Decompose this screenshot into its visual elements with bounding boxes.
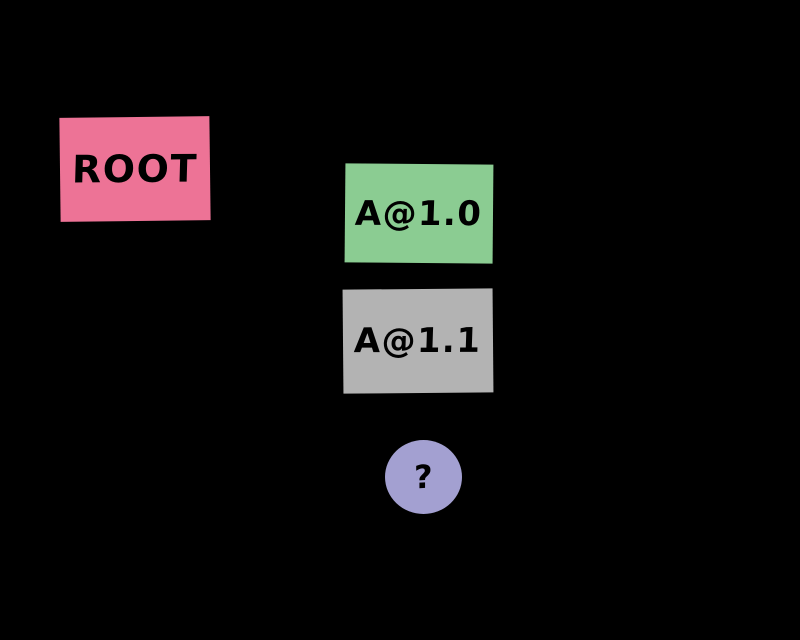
diagram-node-a-1-0[interactable]: A@1.0 xyxy=(344,163,494,264)
diagram-node-unknown[interactable]: ? xyxy=(385,440,462,514)
node-label-a-1-0: A@1.0 xyxy=(354,193,484,234)
node-label-unknown: ? xyxy=(413,457,434,497)
node-label-root: ROOT xyxy=(71,146,199,192)
diagram-node-root[interactable]: ROOT xyxy=(59,116,211,222)
node-label-a-1-1: A@1.1 xyxy=(353,320,483,362)
diagram-node-a-1-1[interactable]: A@1.1 xyxy=(342,288,494,394)
